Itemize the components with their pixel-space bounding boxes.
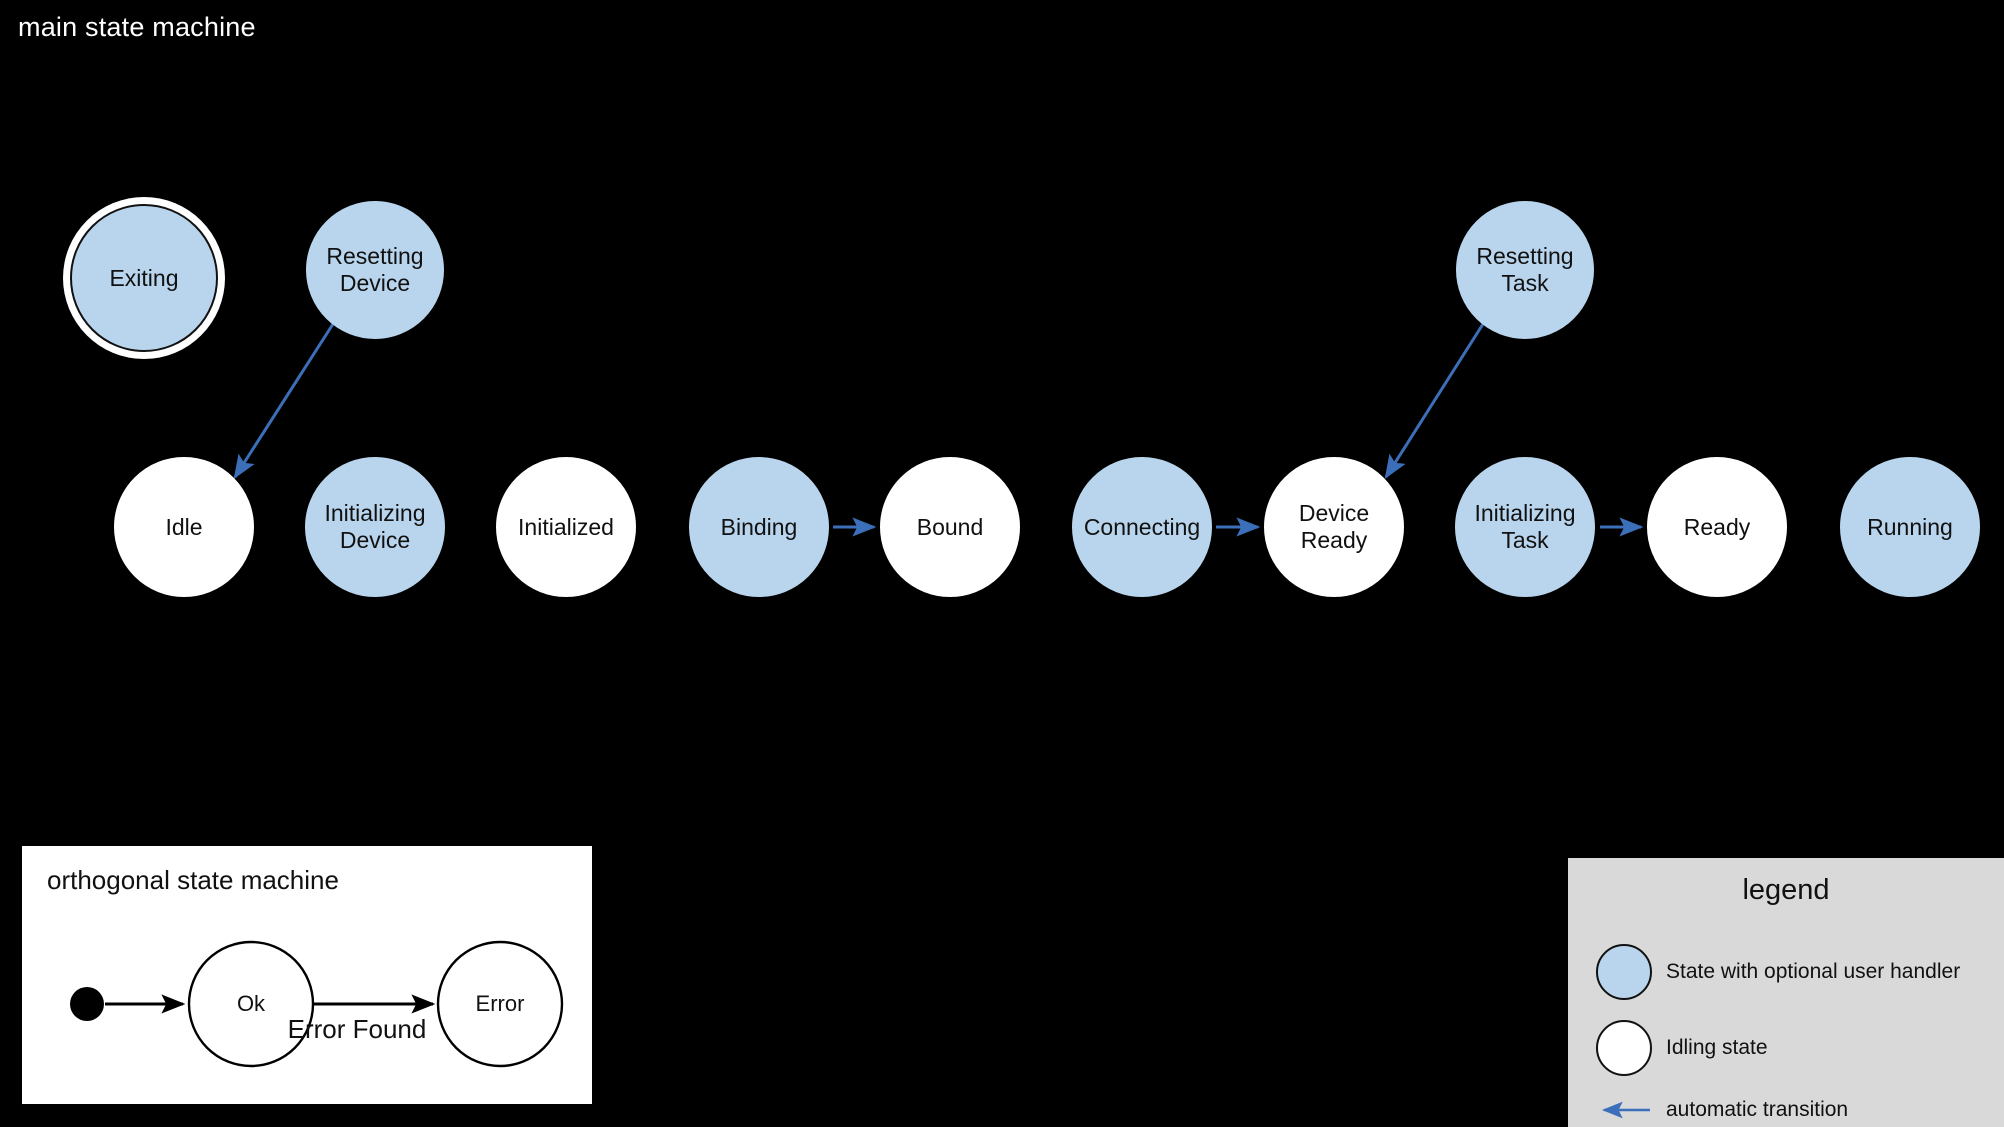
state-node-resetting-task[interactable]: Resetting Task (1456, 201, 1594, 339)
legend-item-label: State with optional user handler (1666, 960, 1961, 983)
legend-title: legend (1742, 874, 1830, 906)
orthogonal-state-node-error[interactable] (436, 940, 564, 1068)
initial-state-dot-icon (70, 987, 104, 1021)
state-node-initializing-task[interactable]: Initializing Task (1455, 457, 1595, 597)
legend-item-automatic-transition: automatic transition (1596, 1098, 1996, 1122)
legend-panel: legend State with optional user handler … (1568, 858, 2004, 1127)
state-node-running[interactable]: Running (1840, 457, 1980, 597)
state-node-label: Initialized (518, 513, 614, 540)
legend-item-idling-state: Idling state (1596, 1020, 1996, 1076)
state-node-label: Binding (720, 513, 798, 540)
state-node-connecting[interactable]: Connecting (1072, 457, 1212, 597)
state-node-bound[interactable]: Bound (880, 457, 1020, 597)
orthogonal-panel-title: orthogonal state machine (47, 865, 339, 895)
state-node-label: Initializing Task (1474, 500, 1576, 553)
state-node-label: Idle (165, 513, 203, 540)
state-node-ready[interactable]: Ready (1647, 457, 1787, 597)
white-circle-icon (1596, 1020, 1652, 1076)
orthogonal-state-node-ok[interactable] (187, 940, 315, 1068)
blue-circle-icon (1596, 944, 1652, 1000)
transition-arrow (1384, 323, 1485, 480)
state-node-label: Device Ready (1298, 500, 1370, 553)
state-node-label: Exiting (109, 264, 179, 291)
state-node-label: Running (1867, 513, 1953, 540)
state-node-label: Bound (916, 513, 984, 540)
legend-item-handler-state: State with optional user handler (1596, 944, 1996, 1000)
state-node-label: Resetting Device (326, 243, 424, 296)
orthogonal-state-node-label: Error (475, 991, 525, 1016)
orthogonal-edge-layer (70, 940, 564, 1068)
legend-item-label: automatic transition (1666, 1098, 1849, 1121)
orthogonal-state-machine-panel: orthogonal state machine Error Found Ok Er… (22, 846, 592, 1104)
orthogonal-state-node-label: Ok (236, 991, 266, 1016)
transition-arrow (233, 323, 335, 480)
state-node-idle[interactable]: Idle (114, 457, 254, 597)
state-node-label: Ready (1683, 513, 1751, 540)
state-node-label: Initializing Device (324, 500, 426, 553)
state-node-exiting[interactable]: Exiting (70, 204, 218, 352)
state-node-resetting-device[interactable]: Resetting Device (306, 201, 444, 339)
state-node-initializing-device[interactable]: Initializing Device (305, 457, 445, 597)
state-node-label: Connecting (1083, 513, 1201, 540)
left-arrow-icon (1596, 1100, 1652, 1120)
state-node-binding[interactable]: Binding (689, 457, 829, 597)
page-title: main state machine (18, 12, 256, 42)
state-node-label: Resetting Task (1476, 243, 1574, 296)
orthogonal-transition-label: Error Found (287, 1014, 427, 1044)
state-node-device-ready[interactable]: Device Ready (1264, 457, 1404, 597)
legend-item-label: Idling state (1666, 1036, 1768, 1059)
state-node-initialized[interactable]: Initialized (496, 457, 636, 597)
